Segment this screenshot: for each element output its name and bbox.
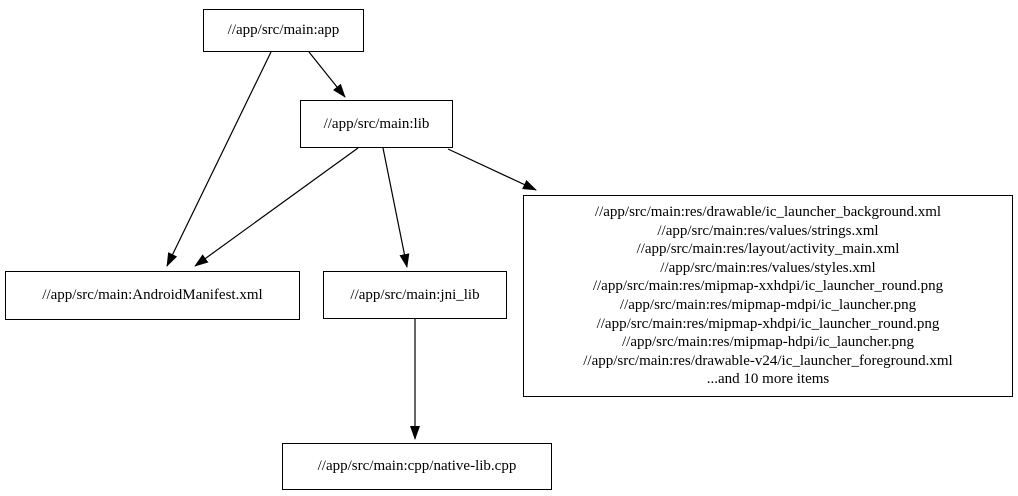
node-resources-group: //app/src/main:res/drawable/ic_launcher_… [523, 195, 1013, 397]
resource-more-items-note: ...and 10 more items [706, 371, 830, 388]
node-lib: //app/src/main:lib [300, 100, 453, 148]
edge-lib-to-resources [447, 148, 537, 191]
edge-app-to-lib [308, 51, 346, 98]
node-app-label: //app/src/main:app [227, 22, 340, 38]
resource-file-item: //app/src/main:res/values/styles.xml [660, 259, 876, 276]
resource-file-item: //app/src/main:res/mipmap-mdpi/ic_launch… [619, 297, 917, 313]
edge-lib-to-jnilib [382, 147, 410, 268]
resource-file-item: //app/src/main:res/mipmap-xxhdpi/ic_laun… [592, 278, 944, 295]
resource-file-item: //app/src/main:res/drawable-v24/ic_launc… [583, 352, 953, 369]
node-android-manifest: //app/src/main:AndroidManifest.xml [5, 271, 300, 320]
edge-lib-to-androidmanifest [194, 147, 359, 267]
node-native-lib-cpp: //app/src/main:cpp/native-lib.cpp [282, 443, 552, 490]
node-native-lib-cpp-label: //app/src/main:cpp/native-lib.cpp [317, 458, 517, 474]
resource-file-item: //app/src/main:res/layout/activity_main.… [636, 241, 900, 258]
node-jni-lib-label: //app/src/main:jni_lib [350, 286, 480, 303]
resource-file-item: //app/src/main:res/mipmap-xhdpi/ic_launc… [596, 315, 940, 332]
node-lib-label: //app/src/main:lib [323, 115, 430, 132]
node-app: //app/src/main:app [203, 9, 364, 52]
node-android-manifest-label: //app/src/main:AndroidManifest.xml [42, 287, 263, 303]
resource-file-item: //app/src/main:res/drawable/ic_launcher_… [594, 204, 942, 221]
resource-file-item: //app/src/main:res/mipmap-hdpi/ic_launch… [621, 334, 914, 351]
node-jni-lib: //app/src/main:jni_lib [323, 271, 507, 319]
edge-app-to-androidmanifest [166, 51, 272, 267]
resource-file-item: //app/src/main:res/values/strings.xml [657, 222, 879, 239]
